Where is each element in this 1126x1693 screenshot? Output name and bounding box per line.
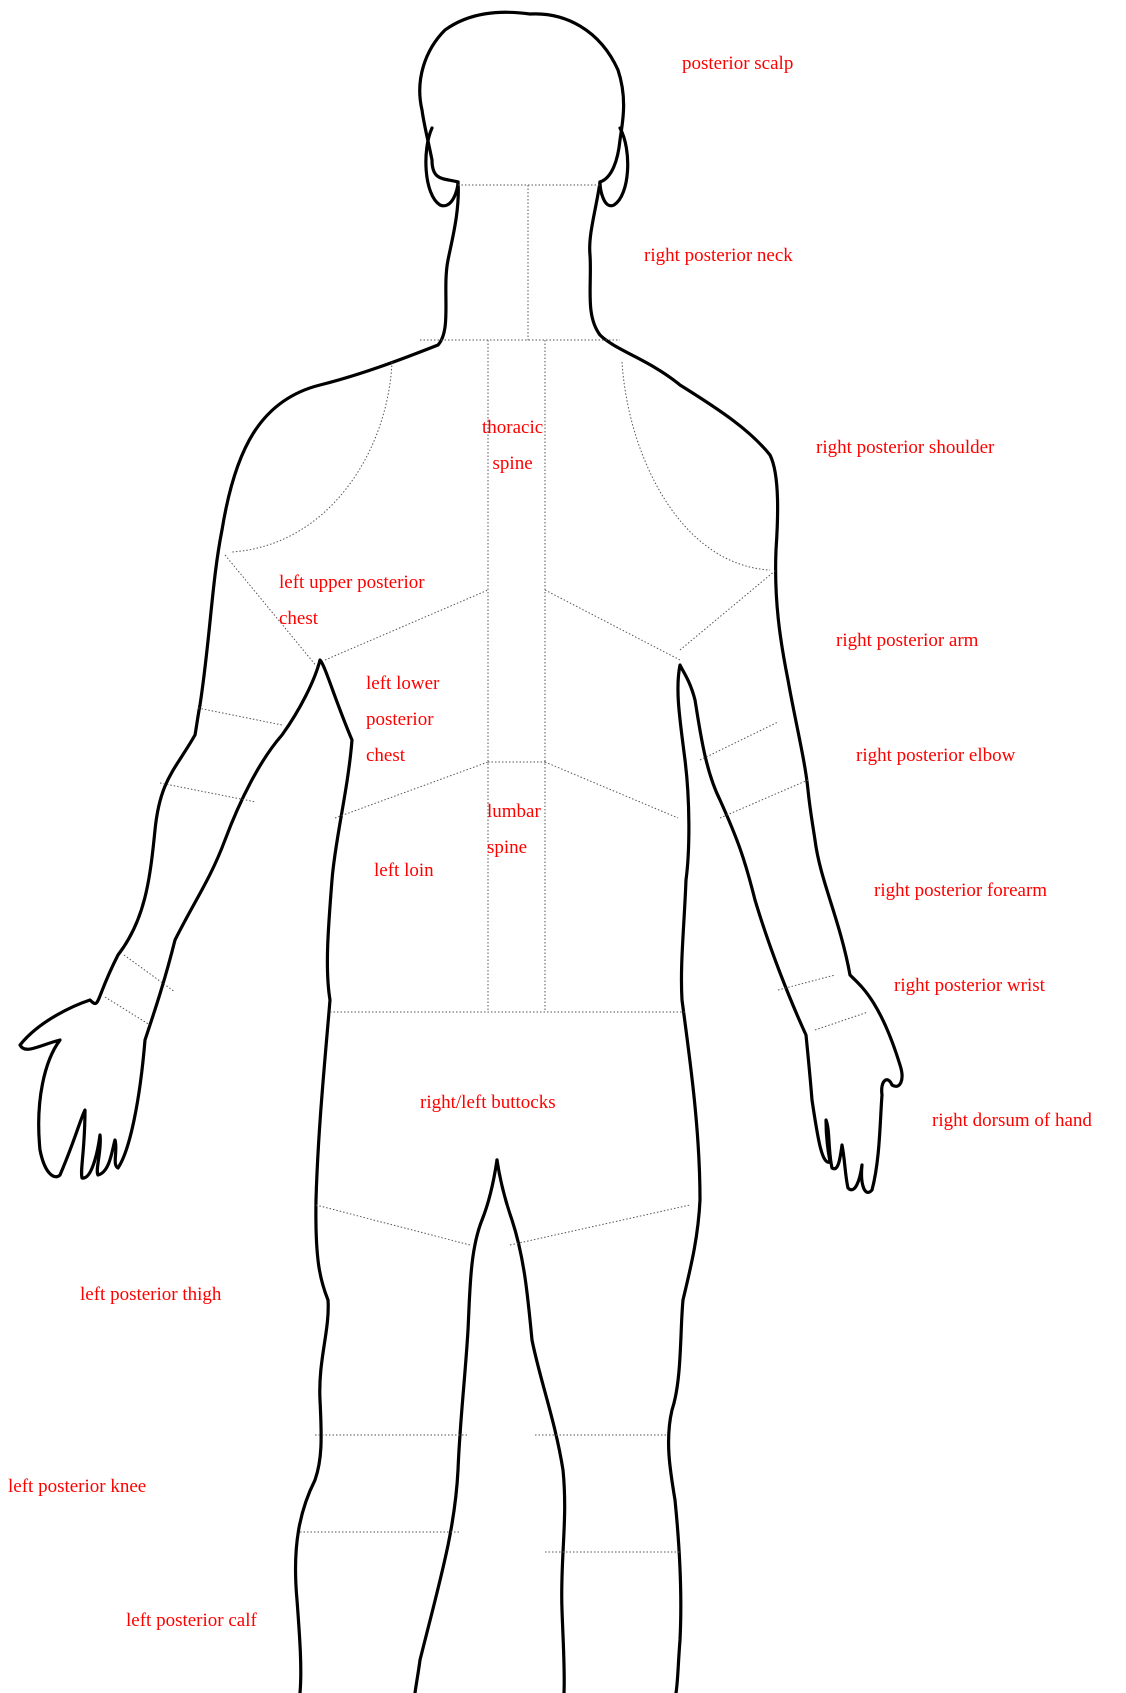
right-scapula-curve <box>622 362 770 570</box>
right-gluteal-fold <box>510 1205 690 1245</box>
label-left-upper-posterior-chest[interactable]: left upper posterior chest <box>279 565 425 637</box>
head-outline <box>420 12 624 182</box>
left-body-outline <box>20 182 458 1693</box>
label-left-posterior-thigh[interactable]: left posterior thigh <box>80 1277 221 1313</box>
left-wrist-lower <box>105 997 150 1025</box>
label-left-posterior-calf[interactable]: left posterior calf <box>126 1603 257 1639</box>
label-right-posterior-wrist[interactable]: right posterior wrist <box>894 968 1045 1004</box>
left-gluteal-fold <box>316 1205 470 1245</box>
label-right-left-buttocks[interactable]: right/left buttocks <box>420 1085 556 1121</box>
label-right-posterior-shoulder[interactable]: right posterior shoulder <box>816 430 994 466</box>
label-right-posterior-forearm[interactable]: right posterior forearm <box>874 873 1047 909</box>
right-wrist-lower <box>815 1012 868 1030</box>
label-left-loin[interactable]: left loin <box>374 853 434 889</box>
right-elbow-lower <box>720 780 808 818</box>
right-body-outline <box>590 182 902 1693</box>
right-elbow-upper <box>700 722 778 760</box>
label-posterior-scalp[interactable]: posterior scalp <box>682 46 793 82</box>
label-left-lower-posterior-chest[interactable]: left lower posterior chest <box>366 666 439 774</box>
right-upper-chest-line <box>545 590 680 660</box>
label-left-posterior-knee[interactable]: left posterior knee <box>8 1469 146 1505</box>
left-ear <box>426 128 458 206</box>
inner-left-leg <box>415 1160 497 1693</box>
label-right-posterior-neck[interactable]: right posterior neck <box>644 238 793 274</box>
right-axilla-line <box>680 570 776 650</box>
label-right-posterior-elbow[interactable]: right posterior elbow <box>856 738 1015 774</box>
right-lower-chest-line <box>545 762 678 818</box>
left-elbow-upper <box>198 708 282 725</box>
label-thoracic-spine[interactable]: thoracic spine <box>482 410 543 482</box>
label-right-dorsum-of-hand[interactable]: right dorsum of hand <box>932 1103 1092 1139</box>
label-lumbar-spine[interactable]: lumbar spine <box>487 794 541 866</box>
left-scapula-curve <box>232 362 392 552</box>
label-right-posterior-arm[interactable]: right posterior arm <box>836 623 978 659</box>
